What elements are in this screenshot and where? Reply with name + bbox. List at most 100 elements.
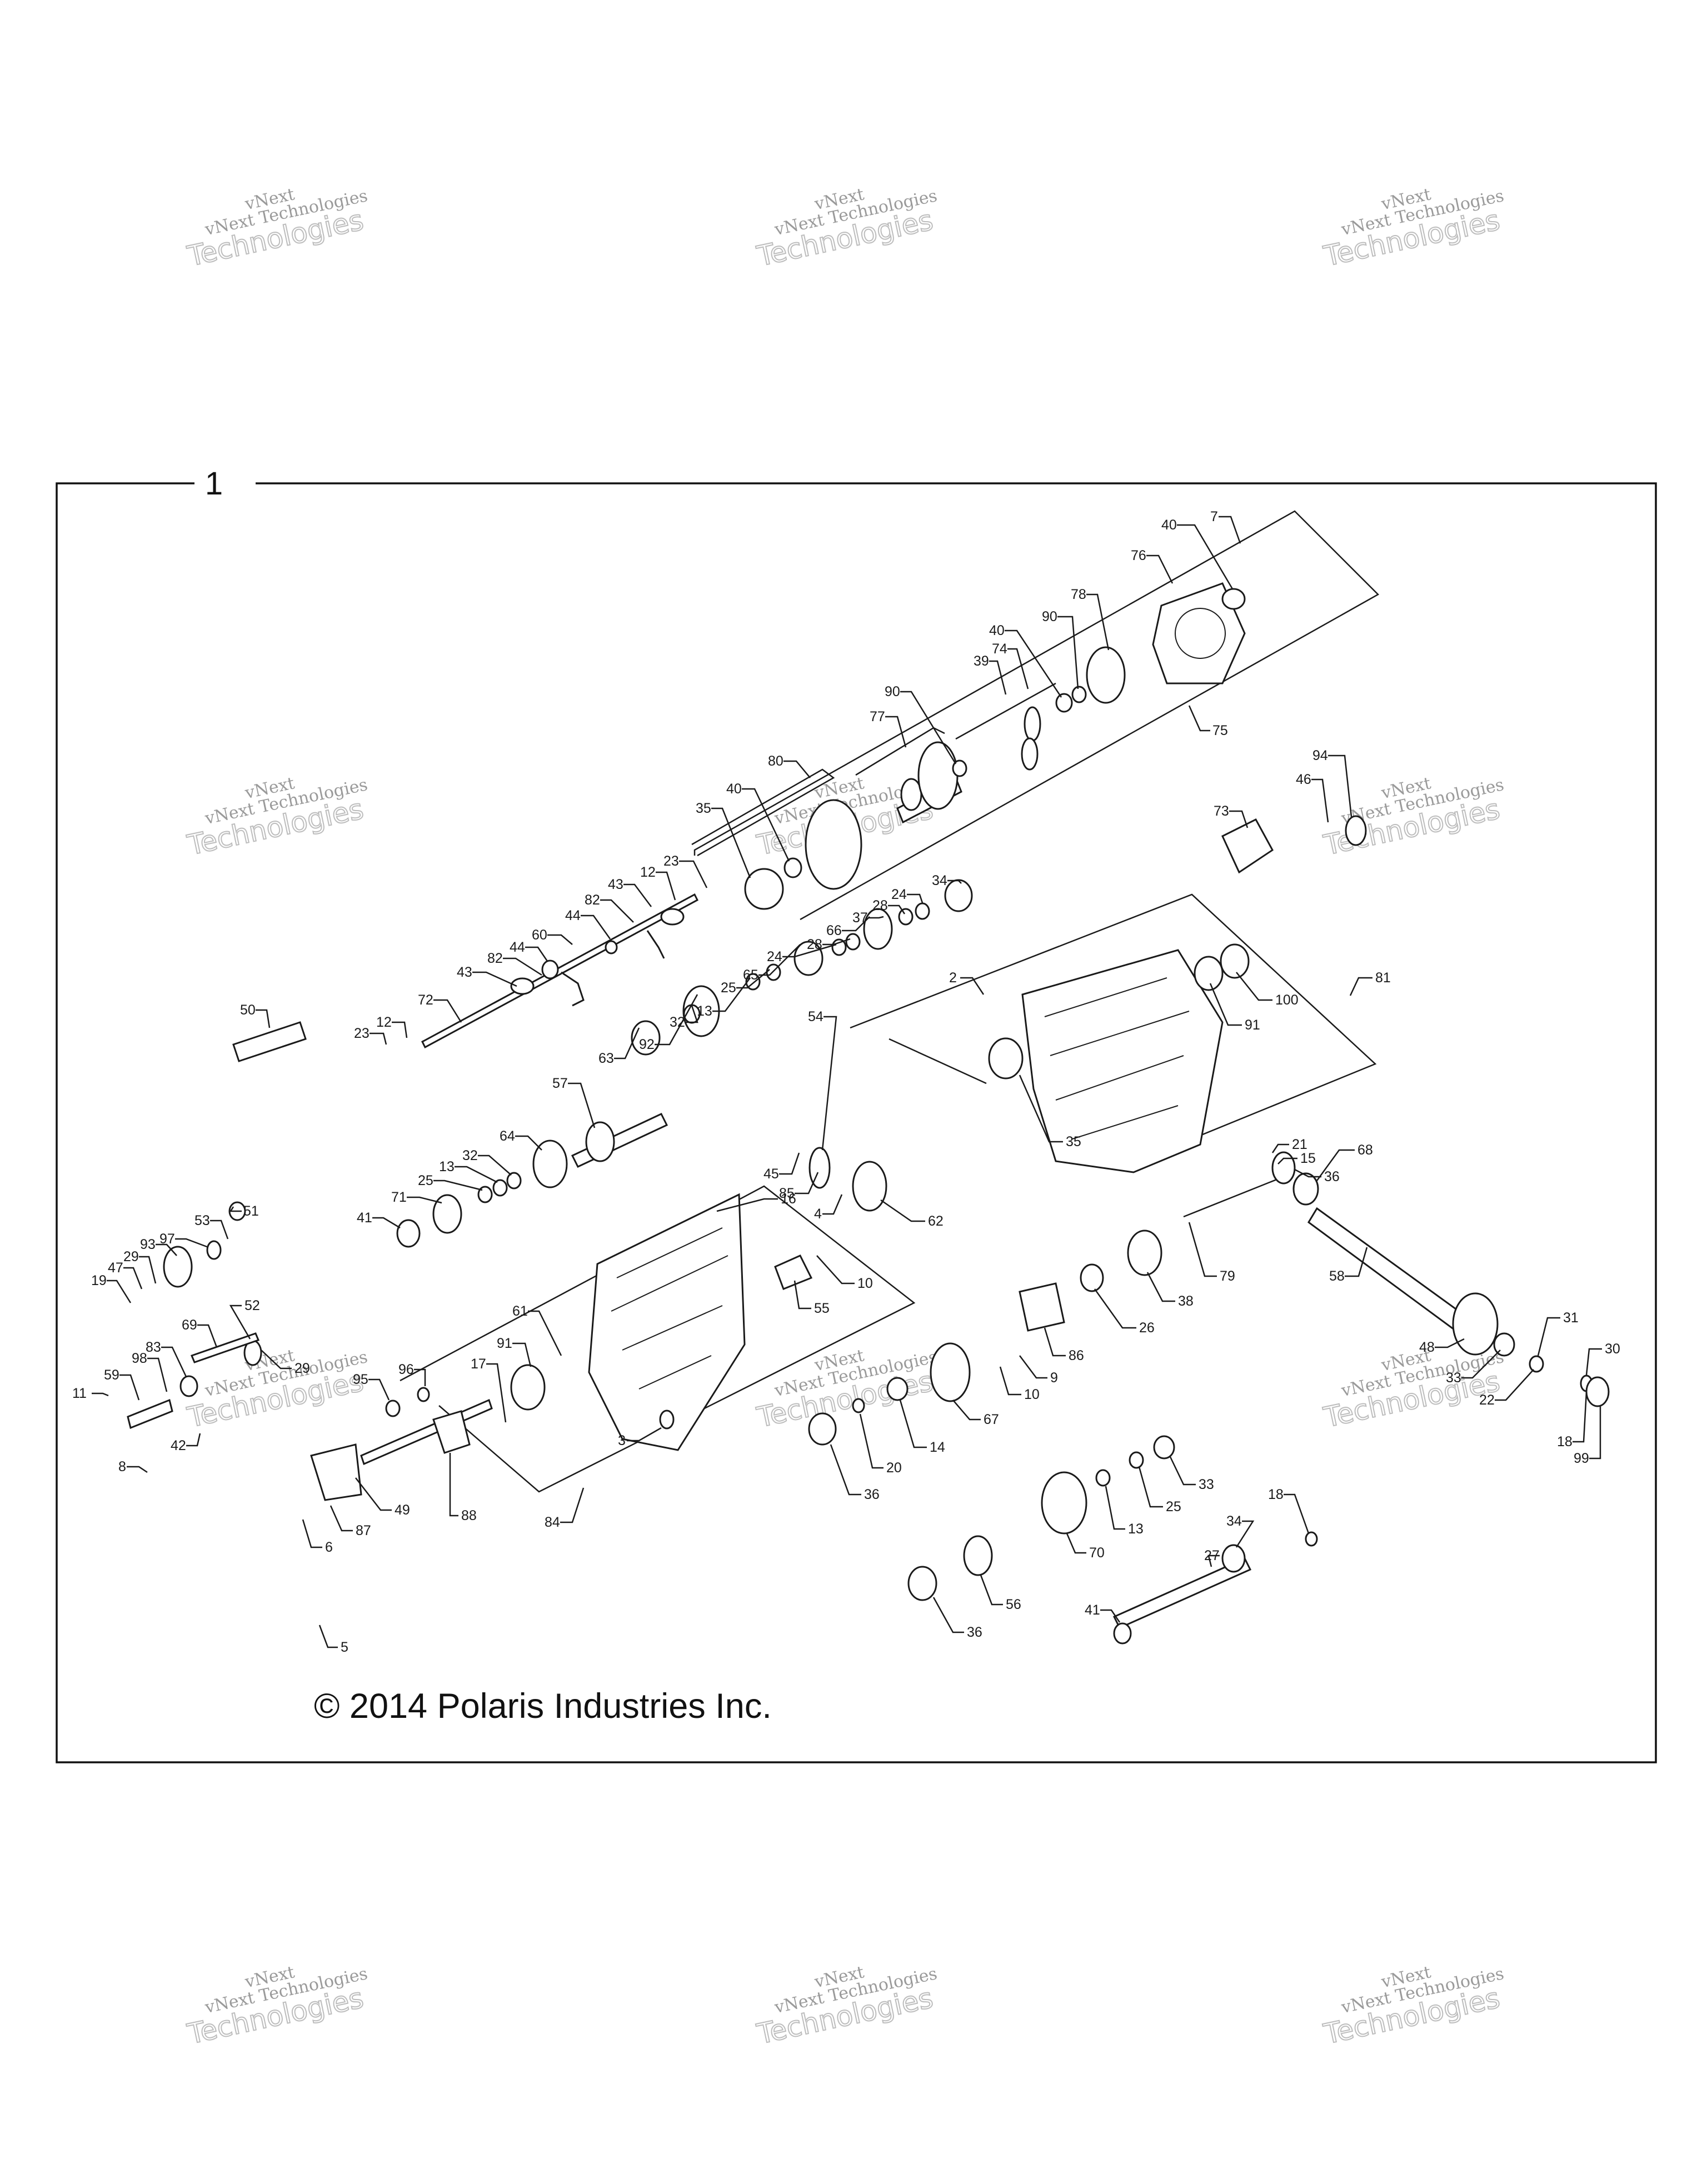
watermark-mid-left: vNext vNext Technologies Technologies: [184, 773, 370, 862]
gear-56: [963, 1535, 993, 1576]
callout-13: 13: [1128, 1521, 1144, 1537]
callout-26: 26: [1139, 1320, 1155, 1336]
leader-96: [414, 1368, 426, 1386]
leader-16: [716, 1198, 778, 1212]
leader-58: [1345, 1247, 1368, 1277]
plug-3: [659, 1410, 675, 1430]
leader-44b: [525, 946, 548, 962]
callout-8: 8: [118, 1459, 126, 1475]
callout-57: 57: [552, 1076, 568, 1091]
output-housing-bore: [1175, 608, 1226, 659]
callout-32: 32: [462, 1148, 478, 1163]
leader-75: [1188, 705, 1210, 732]
shaft-17: [360, 1398, 493, 1466]
callout-80: 80: [768, 753, 783, 769]
callout-96: 96: [398, 1362, 414, 1377]
callout-34: 34: [932, 873, 947, 888]
callout-94: 94: [1312, 748, 1328, 763]
callout-63: 63: [598, 1051, 614, 1066]
callout-35: 35: [696, 801, 711, 816]
bearing-100: [1220, 943, 1250, 979]
leader-34a: [947, 879, 962, 884]
leader-6: [302, 1519, 322, 1548]
gear-64: [532, 1140, 568, 1188]
leader-73: [1229, 810, 1249, 828]
leader-18a: [1573, 1391, 1588, 1443]
callout-84: 84: [545, 1515, 560, 1530]
ring-13b: [492, 1179, 508, 1197]
callout-69: 69: [182, 1317, 197, 1333]
gasket-86: [1019, 1282, 1065, 1332]
callout-24: 24: [891, 887, 907, 902]
callout-43: 43: [608, 877, 623, 892]
leader-28b: [822, 938, 851, 946]
leader-24b: [782, 943, 837, 958]
callout-62: 62: [928, 1213, 944, 1229]
shift-fork-left: [561, 971, 585, 1007]
leader-76: [1146, 554, 1174, 584]
bearing-35: [744, 868, 784, 910]
leader-36c: [932, 1597, 964, 1633]
callout-18: 18: [1557, 1434, 1573, 1450]
leader-21: [1271, 1143, 1289, 1153]
callout-95: 95: [353, 1372, 368, 1387]
callout-65: 65: [743, 967, 758, 983]
group-outline-80: [691, 768, 835, 857]
ring-90-upper: [1071, 686, 1087, 703]
callout-87: 87: [356, 1523, 371, 1538]
callout-10: 10: [1024, 1387, 1040, 1402]
callout-81: 81: [1375, 970, 1391, 986]
leader-54: [821, 1016, 837, 1151]
callout-33: 33: [1446, 1370, 1461, 1386]
callout-90: 90: [885, 684, 900, 699]
bearing-34b: [1221, 1544, 1246, 1573]
leader-9: [1019, 1355, 1047, 1379]
leader-82a: [600, 899, 634, 923]
leader-61: [528, 1310, 562, 1356]
collar-82a: [541, 959, 559, 979]
callout-99: 99: [1574, 1451, 1589, 1466]
lever-59: [127, 1398, 173, 1430]
callout-47: 47: [108, 1260, 123, 1276]
leader-27: [1207, 1555, 1220, 1567]
callout-16: 16: [781, 1191, 796, 1207]
leader-52: [229, 1305, 251, 1340]
callout-60: 60: [532, 927, 547, 943]
leader-34b: [1235, 1520, 1255, 1548]
callout-25: 25: [1166, 1499, 1181, 1515]
bearing-38: [1127, 1230, 1162, 1276]
leader-35b: [1019, 1074, 1063, 1143]
leader-15: [1277, 1157, 1297, 1165]
main-case-half: [588, 1193, 746, 1451]
bearing-36b: [808, 1412, 837, 1446]
shaft-69: [191, 1332, 259, 1363]
leader-24a: [907, 893, 924, 903]
leader-38: [1146, 1272, 1175, 1302]
bracket-83: [179, 1375, 198, 1397]
leader-31: [1537, 1317, 1560, 1356]
ring-40-mid: [1055, 693, 1073, 713]
callout-29: 29: [295, 1361, 310, 1376]
leader-40c: [742, 788, 790, 862]
coupler-48: [1452, 1292, 1499, 1356]
callout-40: 40: [726, 781, 742, 797]
callout-44: 44: [565, 908, 581, 923]
leader-40b: [1005, 629, 1062, 698]
leader-23a: [679, 860, 708, 888]
sensor-94: [1345, 815, 1367, 846]
watermark-bottom-center: vNext vNext Technologies Technologies: [753, 1962, 939, 2051]
callout-21: 21: [1292, 1137, 1307, 1152]
callout-42: 42: [171, 1438, 186, 1453]
copyright-notice: © 2014 Polaris Industries Inc.: [314, 1687, 772, 1726]
callout-numbers: 7 40 76 78 90 40 74 39 90 77 75 80 40 35…: [72, 509, 1620, 1655]
shift-rod-72: [421, 893, 698, 1049]
leader-80: [783, 760, 811, 778]
callout-44: 44: [510, 939, 525, 955]
callout-36: 36: [1324, 1169, 1340, 1185]
callout-90: 90: [1042, 609, 1057, 624]
leader-66: [842, 916, 870, 932]
leader-57: [568, 1082, 596, 1128]
leader-77: [885, 716, 907, 748]
gear-57: [585, 1121, 615, 1162]
